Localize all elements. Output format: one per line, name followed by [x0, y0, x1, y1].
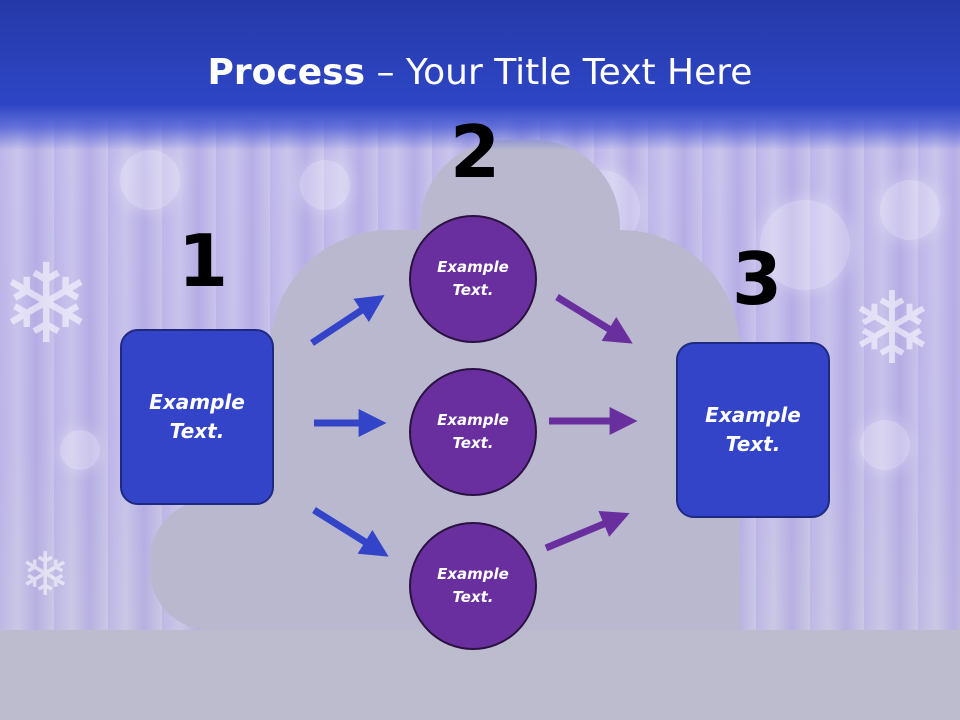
circle-label-line2: Text. [452, 434, 494, 452]
slide-title: Process – Your Title Text Here [0, 52, 960, 93]
title-bold: Process [207, 52, 366, 93]
person-silhouette [150, 500, 350, 630]
circle-label-line1: Example [437, 564, 509, 583]
bokeh-light [60, 430, 100, 470]
snowflake-icon: ❄ [850, 270, 934, 387]
step-2-circle-middle: Example Text. [409, 368, 537, 496]
circle-label-line2: Text. [452, 588, 494, 606]
box-label-line2: Text. [725, 432, 781, 456]
bokeh-light [860, 420, 910, 470]
bokeh-light [120, 150, 180, 210]
circle-label-line1: Example [437, 410, 509, 429]
arrow-blue-up [310, 295, 385, 346]
snowflake-icon: ❄ [0, 240, 93, 368]
step-number-1: 1 [178, 219, 229, 303]
circle-label-line1: Example [437, 257, 509, 276]
arrow-blue-down [312, 507, 389, 557]
title-bar [0, 0, 960, 150]
step-3-box: Example Text. [676, 342, 830, 518]
bokeh-light [880, 180, 940, 240]
bokeh-light [300, 160, 350, 210]
box-label-line1: Example [705, 403, 801, 427]
arrow-purple-up [555, 294, 633, 344]
step-2-circle-top: Example Text. [409, 215, 537, 343]
step-1-box: Example Text. [120, 329, 274, 505]
title-rest: – Your Title Text Here [365, 52, 753, 93]
arrow-purple-down [544, 511, 630, 552]
box-label-line1: Example [149, 390, 245, 414]
step-2-circle-bottom: Example Text. [409, 522, 537, 650]
circle-label-line2: Text. [452, 281, 494, 299]
bokeh-light [760, 200, 850, 290]
snowflake-icon: ❄ [20, 540, 71, 610]
box-label-line2: Text. [169, 419, 225, 443]
step-number-3: 3 [732, 237, 783, 321]
step-number-2: 2 [450, 110, 501, 194]
